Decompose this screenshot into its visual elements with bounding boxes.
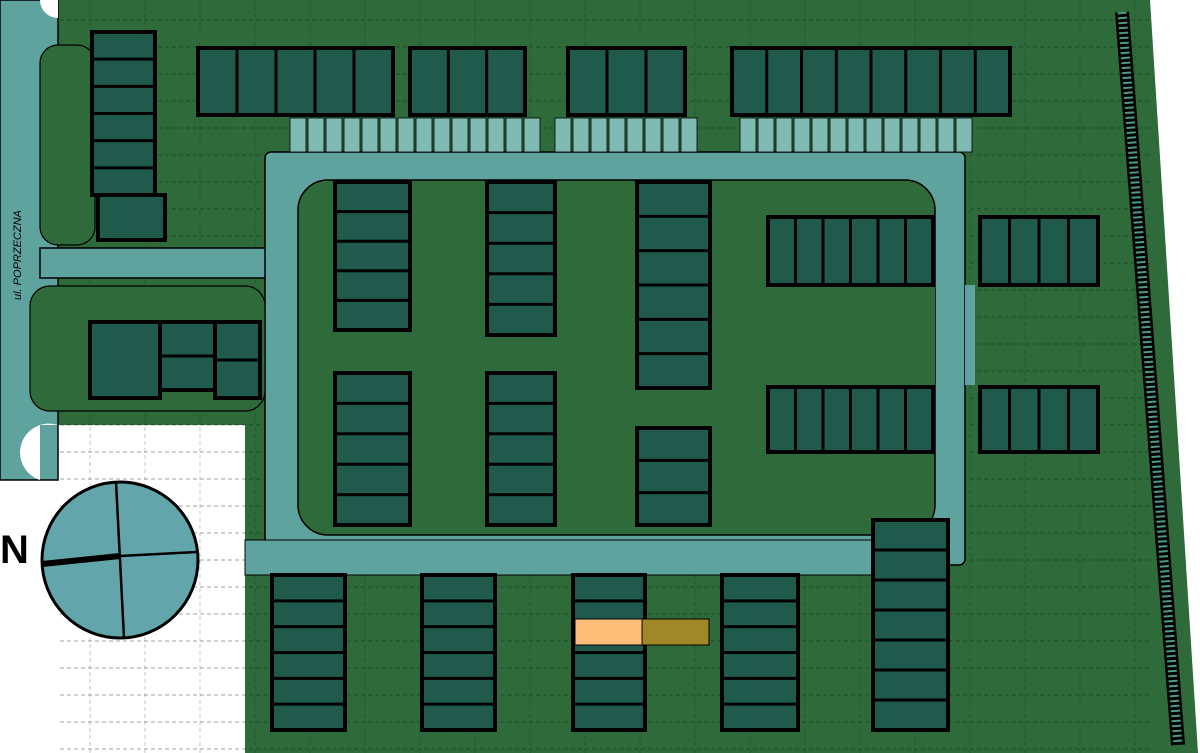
parking-space: [451, 117, 469, 153]
north-west-lot: [39, 44, 96, 246]
building: [635, 426, 712, 527]
parking-space: [379, 117, 397, 153]
parking-space: [644, 117, 662, 153]
parking-space: [554, 117, 572, 153]
building-block: [571, 573, 647, 732]
parking-space: [847, 117, 865, 153]
building: [333, 180, 412, 332]
parking-space: [397, 117, 415, 153]
building: [96, 193, 167, 242]
access-road: [39, 247, 301, 279]
building-block: [635, 426, 712, 527]
parking-space: [901, 117, 919, 153]
parking-space: [775, 117, 793, 153]
building-block: [90, 30, 157, 197]
building-block: [485, 371, 557, 527]
building-block: [88, 320, 162, 400]
compass-north-needle: [41, 553, 121, 567]
parking-space: [415, 117, 433, 153]
parking-space: [626, 117, 644, 153]
building-block: [196, 46, 395, 117]
building: [333, 371, 412, 527]
building-block: [158, 320, 217, 392]
parking-space: [343, 117, 361, 153]
parking-space: [608, 117, 626, 153]
highlighted-house[interactable]: [574, 618, 643, 646]
building-block: [978, 215, 1100, 287]
parking-space: [325, 117, 343, 153]
highlighted-plot[interactable]: [641, 618, 710, 646]
parking-space: [919, 117, 937, 153]
road-spur: [965, 285, 975, 385]
street-corner: [20, 423, 58, 480]
east-strip-border: [1115, 11, 1185, 746]
parking-space: [937, 117, 955, 153]
building-block: [766, 385, 935, 454]
parking-space: [739, 117, 757, 153]
building-block: [871, 518, 950, 732]
parking-space: [505, 117, 523, 153]
building: [485, 180, 557, 337]
compass-line: [119, 550, 198, 558]
building: [88, 320, 162, 400]
parking-space: [829, 117, 847, 153]
parking-space: [289, 117, 307, 153]
parking-space: [865, 117, 883, 153]
building: [408, 46, 527, 117]
parking-space: [680, 117, 698, 153]
parking-space: [793, 117, 811, 153]
parking-space: [572, 117, 590, 153]
compass-line: [114, 481, 126, 639]
parking-space: [469, 117, 487, 153]
parking-space: [361, 117, 379, 153]
street-label: ul. POPRZECZNA: [12, 210, 24, 300]
building-block: [635, 180, 712, 390]
building-block: [766, 215, 935, 287]
parking-space: [590, 117, 608, 153]
courtyard-east: [768, 285, 935, 385]
building-block: [420, 573, 497, 732]
parking-space: [955, 117, 973, 153]
building-block: [96, 193, 167, 242]
parking-space: [307, 117, 325, 153]
parking-space: [662, 117, 680, 153]
building-block: [720, 573, 800, 732]
building-block: [485, 180, 557, 337]
parking-space: [883, 117, 901, 153]
parking-space: [811, 117, 829, 153]
building: [871, 518, 950, 732]
building-block: [408, 46, 527, 117]
street-corner: [40, 0, 58, 18]
north-label: N: [0, 528, 29, 572]
parking-space: [487, 117, 505, 153]
south-road: [244, 539, 896, 576]
building-block: [730, 46, 1012, 117]
building-block: [270, 573, 347, 732]
building-block: [566, 46, 687, 117]
building-block: [978, 385, 1100, 454]
building-block: [213, 320, 262, 400]
parking-space: [433, 117, 451, 153]
building-block: [333, 180, 412, 332]
parking-space: [523, 117, 541, 153]
building: [485, 371, 557, 527]
parking-space: [757, 117, 775, 153]
building: [196, 46, 395, 117]
building: [566, 46, 687, 117]
building-block: [333, 371, 412, 527]
